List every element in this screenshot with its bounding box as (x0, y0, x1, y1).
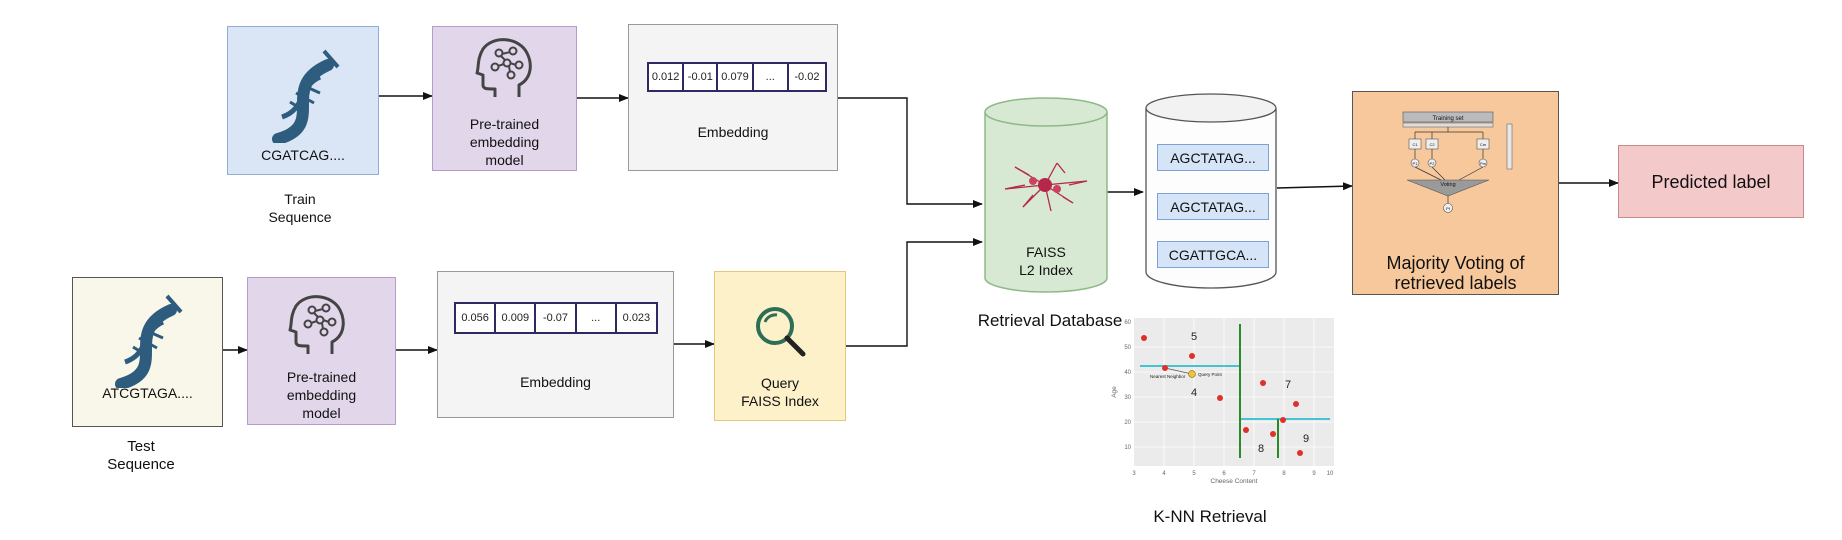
predicted-label-text: Predicted label (1651, 172, 1771, 192)
train-embedding-label: Embedding (697, 124, 769, 140)
test-sequence-text: ATCGTAGA.... (102, 385, 193, 401)
train-vector-cell: 0.012 (649, 64, 685, 90)
knn-xlabel: Cheese Content (1211, 478, 1258, 485)
test-embedding-vector: 0.056 0.009 -0.07 ... 0.023 (454, 302, 658, 334)
knn-xtick: 6 (1222, 471, 1226, 477)
train-sequence-box: CGATCAG.... (227, 26, 379, 175)
retrieved-sequence-item: CGATTGCA... (1157, 241, 1269, 268)
test-embedding-label: Embedding (520, 374, 591, 390)
knn-xtick: 9 (1312, 471, 1316, 477)
train-embedding-box: 0.012 -0.01 0.079 ... -0.02 Embedding (628, 24, 838, 171)
test-vector-cell: ... (577, 304, 617, 332)
majority-voting-box: Training set Voting C1 C2 Cm P1 P2 Pm Pf… (1352, 91, 1559, 295)
train-vector-cell: ... (754, 64, 789, 90)
test-embedding-box: 0.056 0.009 -0.07 ... 0.023 Embedding (437, 271, 674, 418)
retrieved-sequence-item: AGCTATAG... (1157, 144, 1269, 171)
test-vector-cell: 0.009 (496, 304, 537, 332)
brain-icon (288, 295, 345, 354)
retrieved-sequence-item: AGCTATAG... (1157, 193, 1269, 220)
knn-ytick: 10 (1124, 445, 1131, 451)
knn-xtick: 10 (1327, 471, 1334, 477)
dna-icon (272, 49, 340, 143)
classifier-text: Cm (1480, 142, 1487, 147)
prediction-text: Pm (1480, 161, 1487, 166)
test-sequence-box: ATCGTAGA.... (72, 277, 223, 427)
train-sequence-caption: Train Sequence (268, 191, 332, 225)
classifier-text: C1 (1412, 142, 1418, 147)
test-vector-cell: -0.07 (536, 304, 577, 332)
knn-region-label: 4 (1191, 387, 1197, 399)
test-model-label: Pre-trained embedding model (286, 369, 357, 421)
train-vector-cell: -0.01 (684, 64, 719, 90)
train-embedding-vector: 0.012 -0.01 0.079 ... -0.02 (647, 62, 827, 92)
voting-ensemble-diagram: Training set Voting C1 C2 Cm P1 P2 Pm Pf (1402, 111, 1513, 213)
knn-ytick: 60 (1124, 320, 1131, 326)
knn-region-label: 9 (1303, 433, 1309, 445)
majority-voting-label: Majority Voting of retrieved labels (1386, 253, 1525, 293)
knn-ytick: 30 (1124, 395, 1131, 401)
knn-retrieval-caption: K-NN Retrieval (1153, 507, 1267, 526)
knn-region-label: 5 (1191, 331, 1197, 343)
train-vector-cell: 0.079 (718, 64, 754, 90)
final-prediction-text: Pf (1446, 206, 1451, 211)
query-faiss-label: Query FAISS Index (741, 375, 819, 409)
arrow-database-to-voting (1276, 182, 1353, 191)
knn-plot: 5 4 7 8 9 Nearest Neighbor Query Point 3… (1111, 318, 1334, 485)
test-vector-cell: 0.056 (456, 304, 497, 332)
search-icon (756, 307, 806, 357)
voting-text: Voting (1440, 182, 1455, 188)
brain-icon (475, 38, 532, 97)
test-model-box: Pre-trained embedding model (247, 277, 396, 425)
train-model-box: Pre-trained embedding model (432, 26, 577, 171)
query-faiss-box: Query FAISS Index (714, 271, 846, 421)
knn-region-label: 8 (1258, 443, 1264, 455)
faiss-network-icon (1004, 162, 1088, 212)
knn-xtick: 7 (1252, 471, 1256, 477)
knn-ylabel: Age (1111, 386, 1118, 398)
classifier-text: C2 (1429, 142, 1435, 147)
knn-ytick: 40 (1124, 370, 1131, 376)
knn-region-label: 7 (1285, 379, 1291, 391)
training-set-text: Training set (1432, 116, 1463, 122)
knn-ytick: 50 (1124, 345, 1131, 351)
dna-icon (115, 294, 183, 388)
train-vector-cell: -0.02 (794, 71, 820, 83)
nearest-neighbor-text: Nearest Neighbor (1150, 374, 1186, 379)
knn-xtick: 3 (1132, 471, 1136, 477)
train-sequence-text: CGATCAG.... (261, 147, 345, 163)
knn-xtick: 8 (1282, 471, 1286, 477)
test-vector-cell: 0.023 (622, 312, 651, 324)
query-point-text: Query Point (1198, 372, 1223, 377)
test-sequence-caption: Test Sequence (107, 438, 175, 473)
prediction-text: P1 (1413, 161, 1419, 166)
faiss-index-cylinder (984, 97, 1108, 293)
arrow-query-to-faiss (846, 238, 983, 347)
knn-xtick: 5 (1192, 471, 1196, 477)
prediction-text: P2 (1430, 161, 1436, 166)
arrow-train-embedding-to-faiss (838, 97, 983, 208)
predicted-label-box: Predicted label (1618, 145, 1804, 218)
retrieval-database-caption: Retrieval Database (977, 311, 1123, 330)
faiss-index-label: FAISS L2 Index (1019, 244, 1073, 278)
knn-ytick: 20 (1124, 420, 1131, 426)
train-model-label: Pre-trained embedding model (469, 116, 540, 168)
knn-xtick: 4 (1162, 471, 1166, 477)
